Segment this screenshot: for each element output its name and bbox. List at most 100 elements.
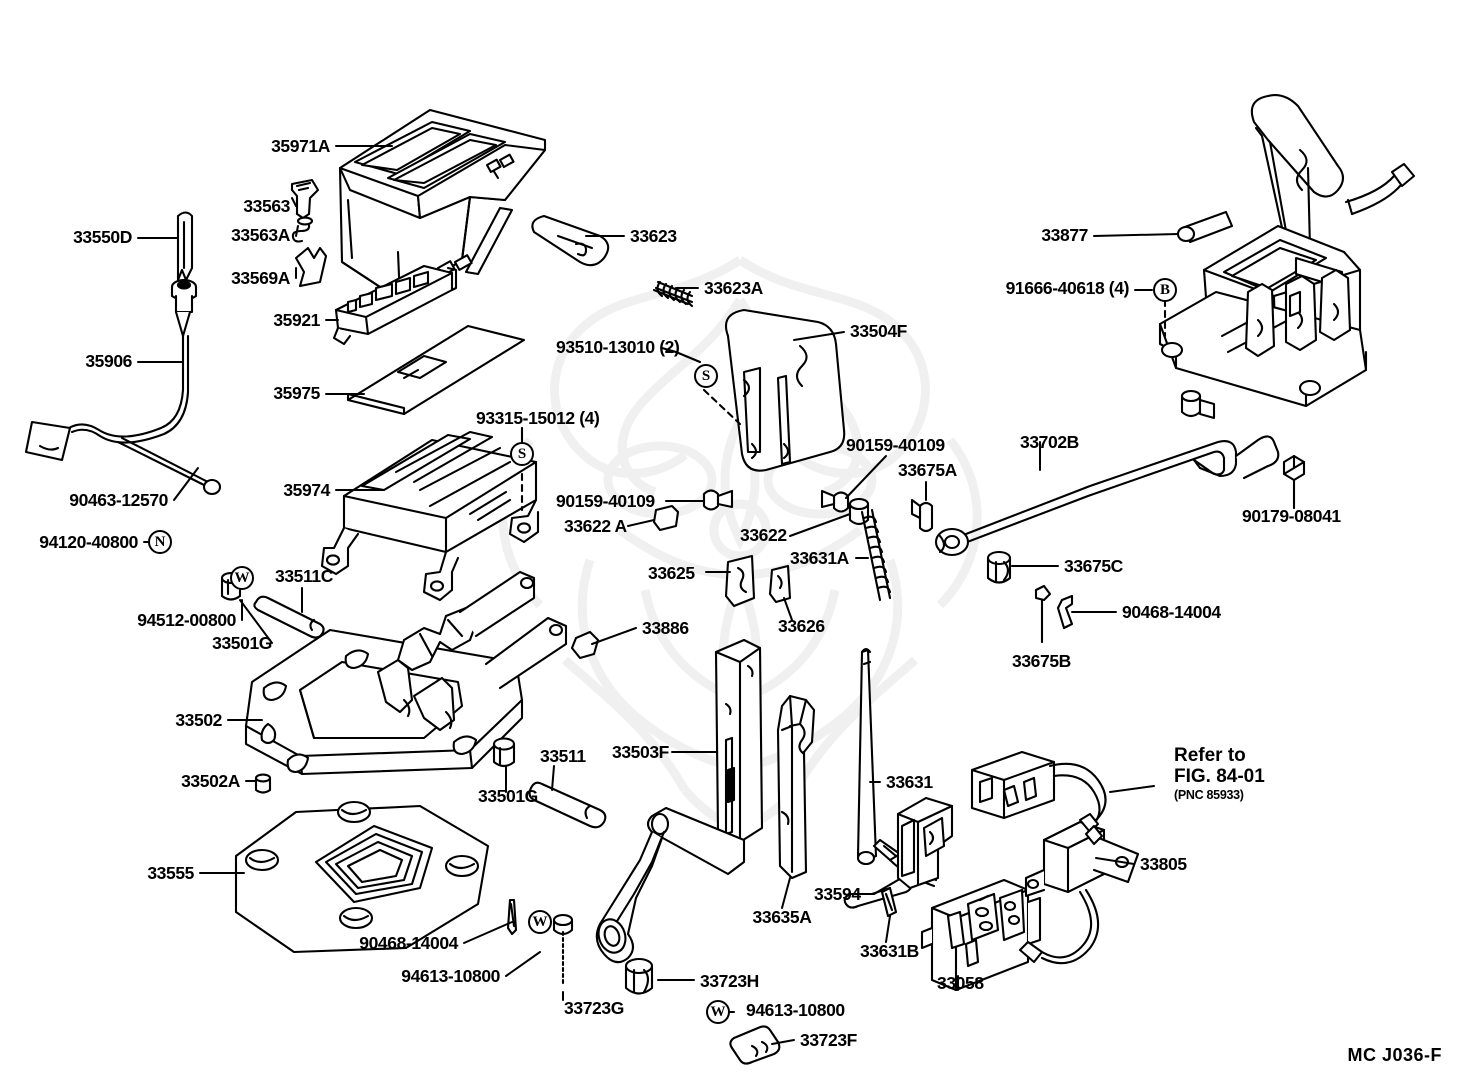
callout-93510-13010: 93510-13010 (2) <box>556 337 680 357</box>
callout-35974: 35974 <box>283 480 330 500</box>
callout-90468-14004-left: 90468-14004 <box>359 933 458 953</box>
callout-33555: 33555 <box>147 863 194 883</box>
callout-33501G-top: 33501G <box>212 633 272 653</box>
part-33502-shift-housing <box>244 570 568 776</box>
part-33622A-pawl <box>652 504 680 532</box>
marker-s-93510: S <box>694 364 718 388</box>
part-33569A-clip <box>294 246 328 288</box>
callout-33805: 33805 <box>1140 854 1187 874</box>
callout-90468-14004-right: 90468-14004 <box>1122 602 1221 622</box>
reference-note-line2: FIG. 84-01 <box>1174 766 1265 788</box>
part-33623-detent-plate <box>531 214 610 267</box>
part-33723H-grommet <box>624 957 654 995</box>
callout-35906: 35906 <box>85 351 132 371</box>
part-35921-indicator-housing <box>332 264 458 346</box>
part-33805-solenoid-bracket <box>1018 820 1140 965</box>
part-90468-14004-left <box>506 898 518 936</box>
part-33631-lock-rod <box>856 647 878 866</box>
callout-33058: 33058 <box>937 973 984 993</box>
part-33631B-pin <box>880 886 898 918</box>
part-33626-stopper <box>768 564 792 604</box>
callout-33550D: 33550D <box>73 227 132 247</box>
part-bracket-left-of-33058 <box>896 796 954 890</box>
callout-33635A: 33635A <box>752 907 812 927</box>
part-33635A-control-rod <box>776 694 816 880</box>
callout-33622A: 33622 A <box>564 516 627 536</box>
callout-33502: 33502 <box>175 710 222 730</box>
callout-33594: 33594 <box>814 884 861 904</box>
callout-33623: 33623 <box>630 226 677 246</box>
callout-33723G: 33723G <box>564 998 624 1018</box>
callout-94613-10800-left: 94613-10800 <box>401 966 500 986</box>
part-33675A-bolt <box>910 498 934 533</box>
part-33886-bushing <box>570 630 600 660</box>
callout-33877: 33877 <box>1041 225 1088 245</box>
callout-33723H: 33723H <box>700 971 759 991</box>
reference-note: Refer to FIG. 84-01 (PNC 85933) <box>1174 745 1265 802</box>
part-35974-bracket <box>320 430 540 602</box>
callout-33501G-bot: 33501G <box>478 786 538 806</box>
marker-b-91666: B <box>1153 278 1177 302</box>
callout-33502A: 33502A <box>181 771 240 791</box>
callout-94120-40800: 94120-40800 <box>39 532 138 552</box>
callout-33631A: 33631A <box>790 548 849 568</box>
marker-w-94613-left: W <box>528 910 552 934</box>
reference-note-pnc: (PNC 85933) <box>1174 787 1244 802</box>
callout-33631B: 33631B <box>860 941 919 961</box>
callout-33886: 33886 <box>642 618 689 638</box>
part-33563-knob-button <box>290 178 320 220</box>
callout-33622: 33622 <box>740 525 787 545</box>
marker-w-94512: W <box>230 566 254 590</box>
callout-33675C: 33675C <box>1064 556 1123 576</box>
part-33877-name-plate <box>1176 210 1234 244</box>
callout-33626: 33626 <box>778 616 825 636</box>
callout-33563: 33563 <box>243 196 290 216</box>
part-35975-lens-plate <box>346 324 526 416</box>
part-33555-boot-plate <box>234 800 490 954</box>
callout-33563A: 33563A <box>231 225 290 245</box>
part-35971A-console-panel <box>338 108 547 302</box>
callout-91666-40618: 91666-40618 (4) <box>1005 278 1130 298</box>
part-33511C-pin <box>253 595 325 639</box>
callout-33623A: 33623A <box>704 278 763 298</box>
callout-33702B: 33702B <box>1020 432 1079 452</box>
part-33675C-bushing <box>986 550 1012 584</box>
part-33058-control-unit <box>872 838 1042 992</box>
callout-33503F: 33503F <box>612 742 669 762</box>
part-33625-slider <box>724 554 756 608</box>
part-33675B-pin <box>1034 584 1052 644</box>
callout-33511C: 33511C <box>275 566 333 586</box>
marker-s-93315: S <box>510 442 534 466</box>
part-33723F-bolt <box>729 1025 781 1065</box>
part-33504F-lever-plate <box>724 308 846 472</box>
assembly-shift-lever <box>1158 94 1416 420</box>
part-fig8401-connector <box>970 750 1107 846</box>
callout-94512-00800: 94512-00800 <box>137 610 236 630</box>
part-90468-14004-right <box>1056 594 1074 630</box>
part-90463-12570-rod <box>116 436 222 496</box>
callout-90179-08041: 90179-08041 <box>1242 506 1341 526</box>
part-90179-08041-nut <box>1282 454 1306 510</box>
part-33501G-bushing-lower <box>492 737 516 768</box>
part-33563A-spring <box>291 216 314 243</box>
callout-33625: 33625 <box>648 563 695 583</box>
part-33550D-knob-insert <box>176 211 194 282</box>
part-33502A-plug <box>254 773 272 794</box>
callout-35971A: 35971A <box>271 136 330 156</box>
part-33622-ball <box>848 497 870 526</box>
part-90159-40109-left <box>702 489 734 511</box>
callout-35921: 35921 <box>273 310 320 330</box>
callout-94613-10800-mid: 94613-10800 <box>746 1000 845 1020</box>
part-33511-pin <box>528 781 607 829</box>
part-33723G-grommet <box>552 913 574 988</box>
callout-33504F: 33504F <box>850 321 907 341</box>
callout-33723F: 33723F <box>800 1030 857 1050</box>
reference-note-line1: Refer to <box>1174 745 1246 766</box>
diagram-footer-code: MC J036-F <box>1347 1045 1442 1065</box>
part-33623A-spring <box>652 280 694 308</box>
leader-93510-13010 <box>674 350 742 426</box>
callout-33569A: 33569A <box>231 268 290 288</box>
part-33631A-spring <box>860 508 892 602</box>
part-90159-40109-right <box>820 489 850 513</box>
